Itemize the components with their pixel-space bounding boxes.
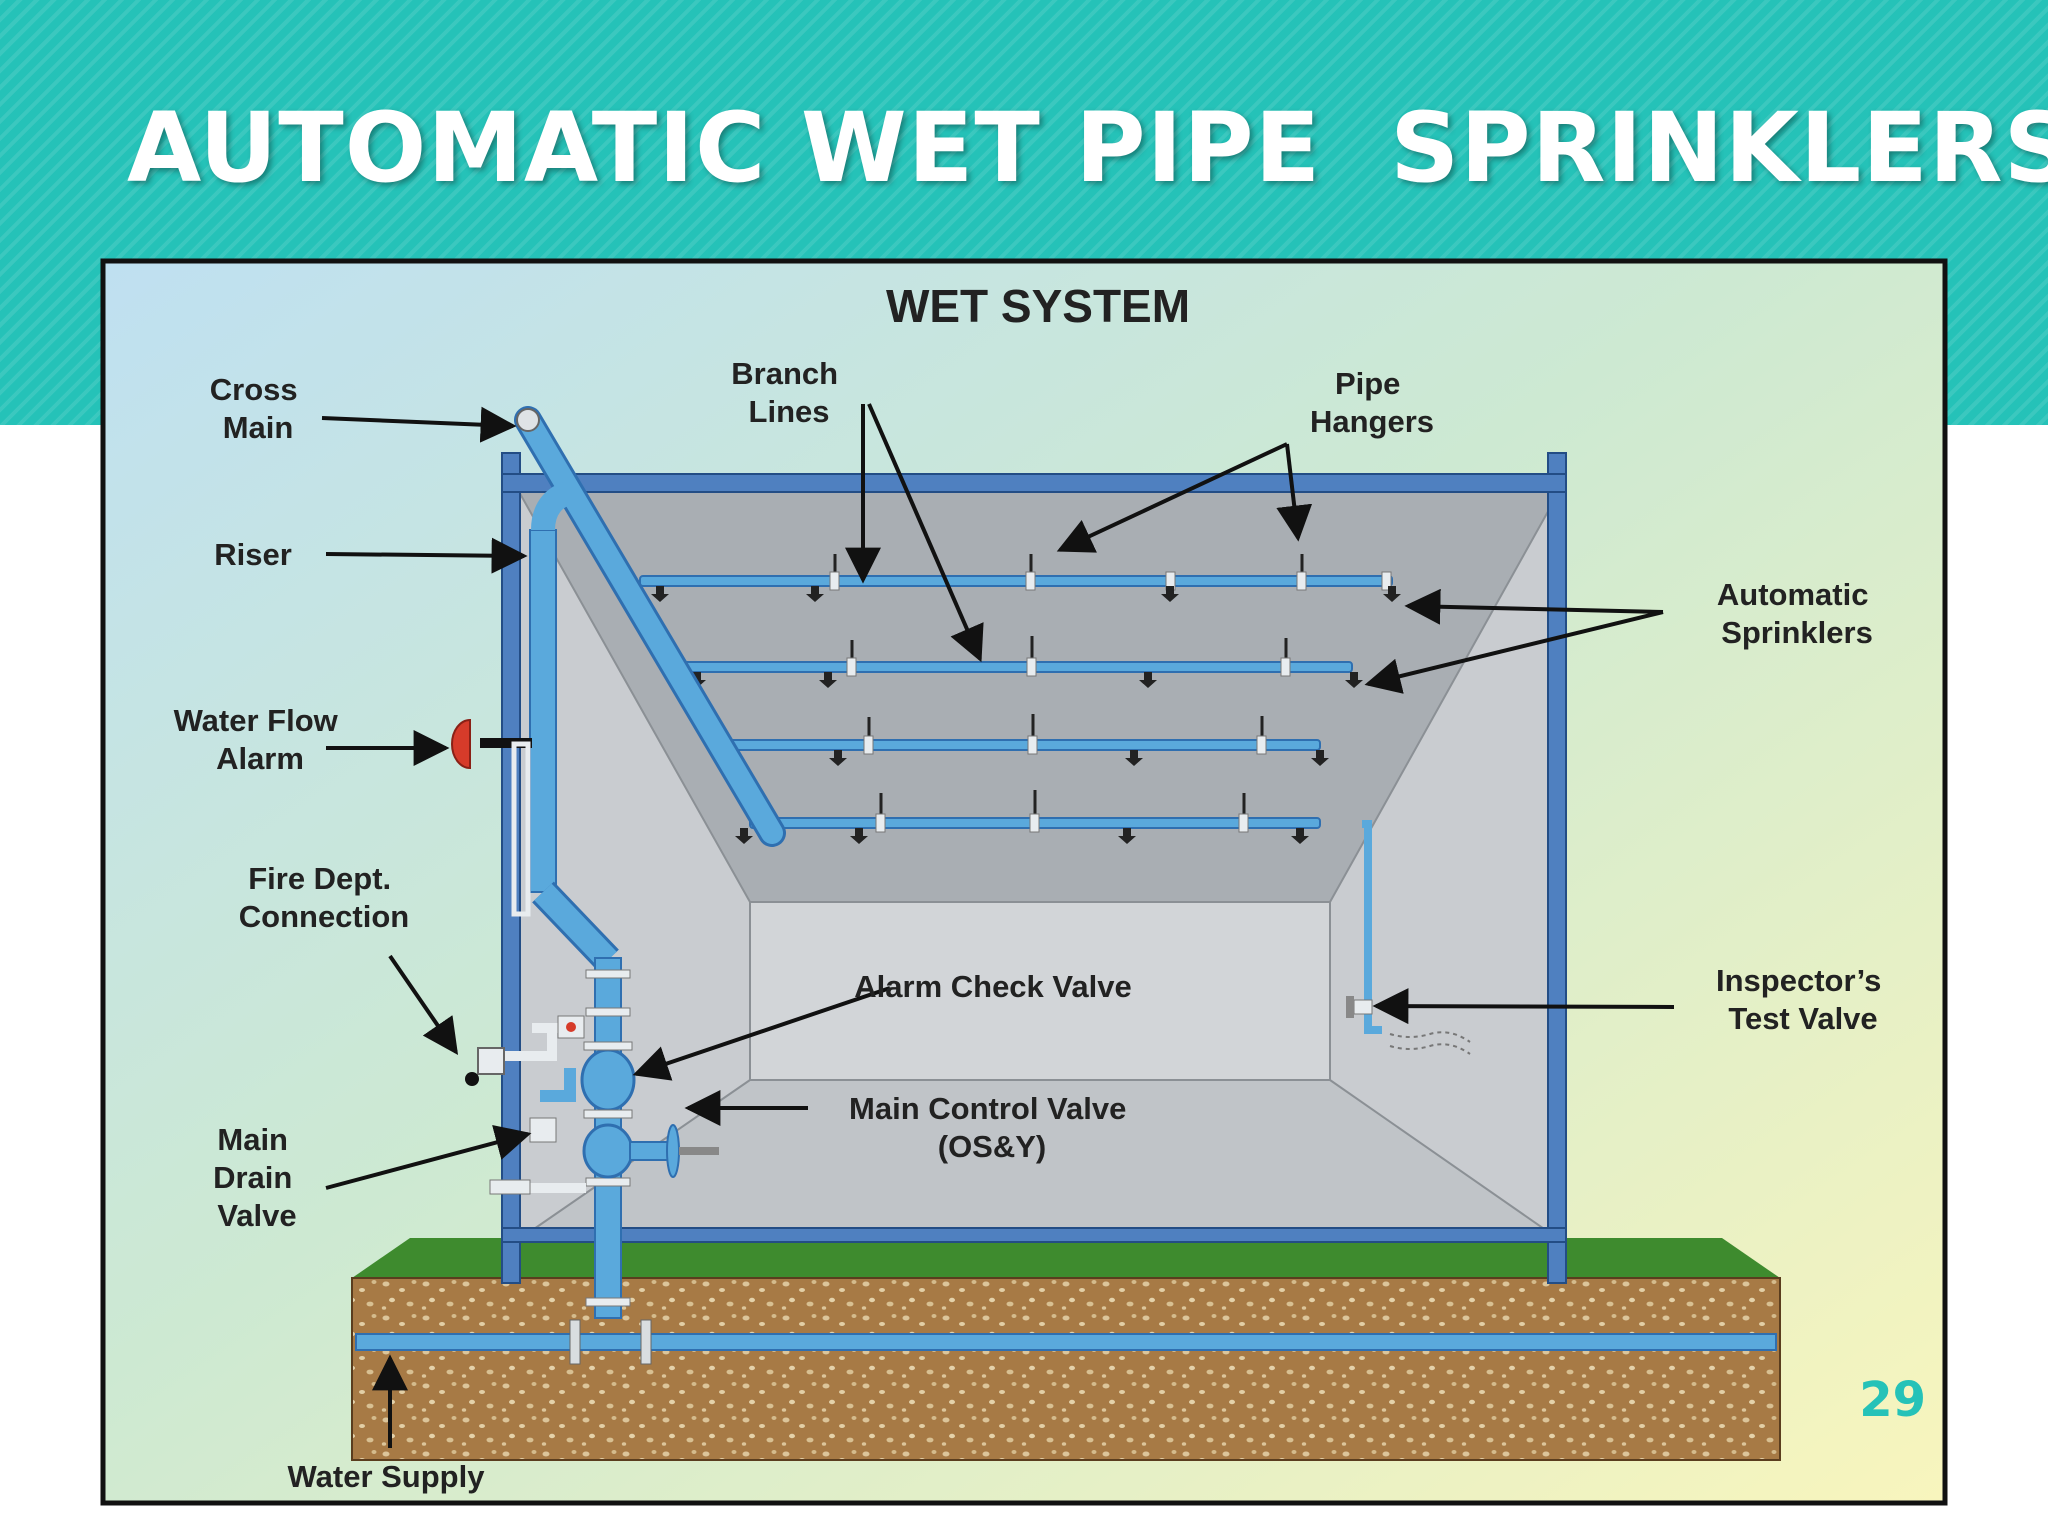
label-fire-dept-connection: Fire Dept. Connection [239,861,410,934]
inspectors-test-valve [1346,820,1471,1055]
main-drain-valve [489,1117,586,1195]
diagram-title: WET SYSTEM [886,280,1190,332]
water-supply-main [355,1319,1777,1365]
label-pipe-hangers: Pipe Hangers [1310,366,1434,439]
label-alarm-check-valve: Alarm Check Valve [854,969,1131,1004]
label-water-supply: Water Supply [288,1459,486,1494]
wet-system-diagram: WET SYSTEM [100,258,1948,1506]
page-number: 29 [1859,1372,1926,1428]
water-flow-alarm [451,718,532,917]
callout-labels: Cross Main Riser Water Flow Alarm Fire D… [174,356,1890,1494]
callout-arrows [321,403,1675,1448]
fire-dept-connection [465,1015,585,1102]
label-cross-main: Cross Main [210,372,307,445]
building-room [501,452,1567,1284]
label-branch-lines: Branch Lines [731,356,846,429]
ground [351,1238,1781,1461]
label-water-flow-alarm: Water Flow Alarm [174,703,347,776]
slide-title: AUTOMATIC WET PIPE SPRINKLERS [127,92,2048,204]
label-riser: Riser [214,537,292,572]
label-inspectors-test-valve: Inspector’s Test Valve [1716,963,1890,1036]
main-control-valve [582,1123,719,1179]
label-main-drain-valve: Main Drain Valve [213,1122,301,1233]
label-automatic-sprinklers: Automatic Sprinklers [1717,577,1877,650]
automatic-sprinklers [651,586,1401,844]
label-main-control-valve: Main Control Valve (OS&Y) [849,1091,1135,1164]
